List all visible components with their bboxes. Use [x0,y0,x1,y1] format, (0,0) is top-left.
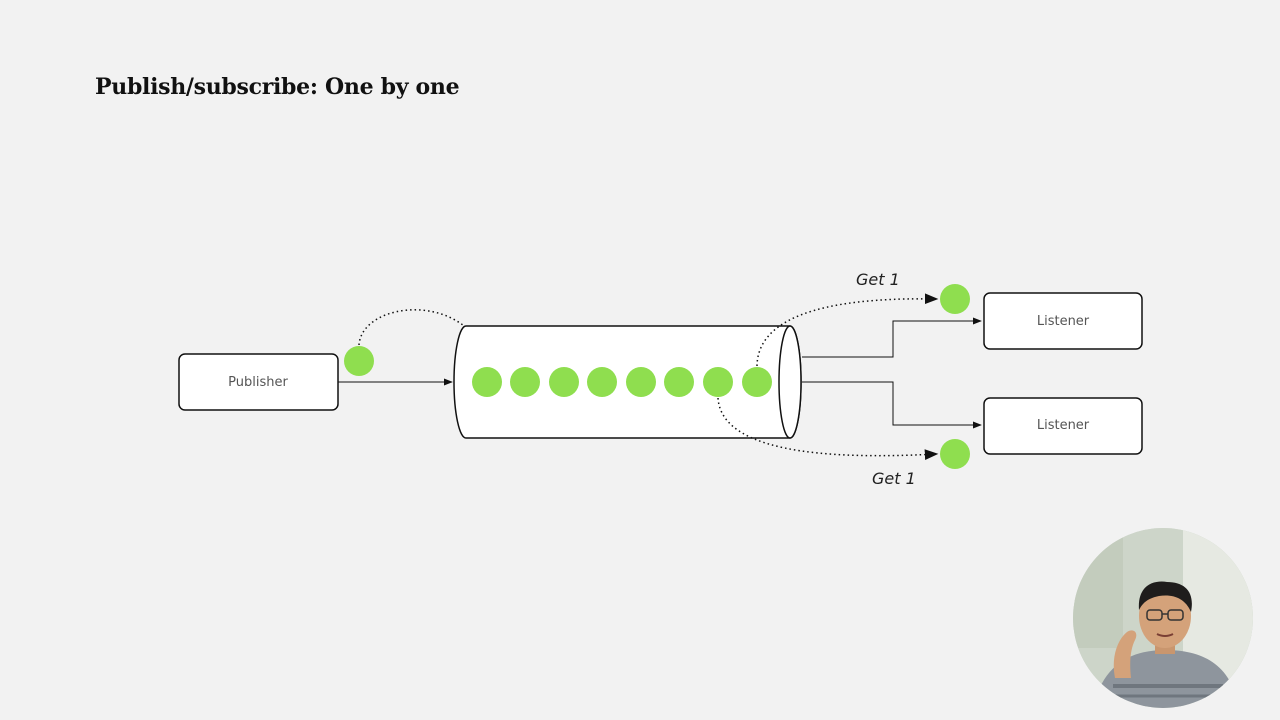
delivered-message-bottom-dot [940,439,970,469]
queue-message-dot [626,367,656,397]
get-bottom-label: Get 1 [872,469,916,488]
queue-message-dot [587,367,617,397]
queue-message-dot [664,367,694,397]
queue-message-dot [510,367,540,397]
listener-top-node: Listener [983,292,1143,350]
publisher-node: Publisher [178,353,339,411]
publisher-label: Publisher [228,375,288,390]
presenter-webcam [1073,528,1253,708]
queue-message-dot [549,367,579,397]
connector-bottom-listener [802,381,982,429]
connector-top-listener [802,317,982,358]
get-top-dotted-arc [756,293,939,367]
listener-top-label: Listener [1037,314,1090,329]
listener-bottom-node: Listener [983,397,1143,455]
published-message-dot [344,346,374,376]
delivered-message-top-dot [940,284,970,314]
listener-bottom-label: Listener [1037,418,1090,433]
queue-message-dot [703,367,733,397]
slide-title: Publish/subscribe: One by one [95,74,460,100]
presenter-avatar-icon [1073,528,1253,708]
queue-message-dot [742,367,772,397]
queue-messages [472,367,772,397]
get-top-label: Get 1 [856,270,900,289]
queue-message-dot [472,367,502,397]
